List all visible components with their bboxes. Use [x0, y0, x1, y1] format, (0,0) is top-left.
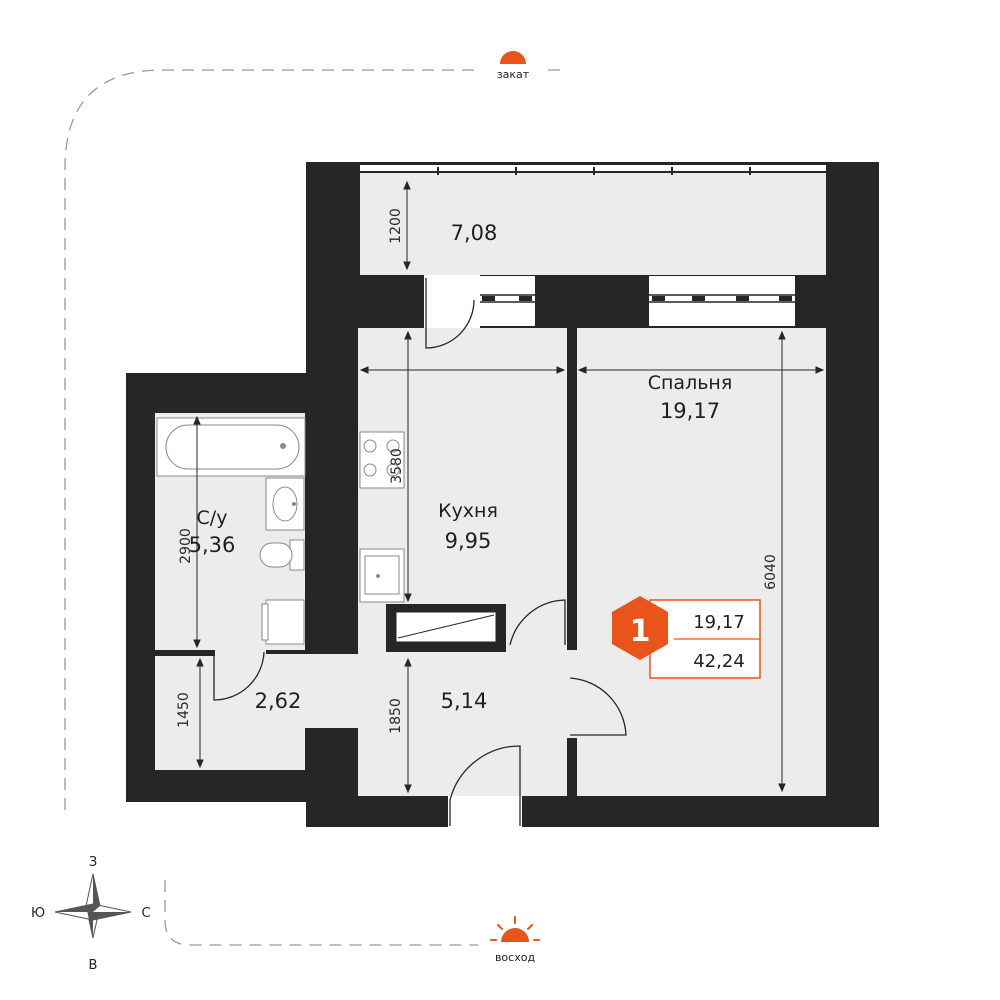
bathtub-icon: [156, 417, 306, 477]
hall-floor-lower: [358, 728, 567, 796]
door-bathroom: [213, 648, 266, 701]
bedroom-partition: [567, 328, 577, 650]
window-bedroom: [649, 276, 795, 326]
orientation-path-bottom: [164, 880, 478, 946]
dim-bathroom-length: 2900: [178, 528, 194, 564]
bathroom-partition: [155, 650, 215, 656]
balcony-glazing: [360, 165, 826, 175]
orientation-path: [64, 69, 560, 810]
kitchen-name: Кухня: [438, 500, 498, 522]
hall-small-area: 2,62: [255, 689, 302, 713]
balcony-area: 7,08: [451, 221, 498, 245]
bathroom-name: С/у: [197, 507, 228, 529]
hall-bedroom-opening: [562, 645, 582, 740]
stove-icon: [359, 431, 405, 489]
dim-bedroom-length: 6040: [763, 554, 779, 590]
compass-north: З: [89, 855, 97, 870]
sunset-label: закат: [497, 68, 530, 81]
hall-area: 5,14: [441, 689, 488, 713]
hall-small-link: [300, 654, 360, 728]
living-area: 19,17: [693, 612, 745, 633]
compass-rose-icon: [54, 873, 132, 939]
sunrise-icon: [490, 916, 540, 942]
compass-east: С: [141, 906, 150, 921]
door-bedroom: [569, 677, 627, 736]
dim-hall-length: 1850: [388, 698, 404, 734]
bedroom-floor: [577, 328, 826, 796]
dim-balcony-depth: 1200: [388, 208, 404, 244]
kitchen-sink-icon: [359, 548, 405, 603]
toilet-icon: [259, 539, 305, 571]
window-kitchen: [479, 276, 535, 326]
bedroom-name: Спальня: [648, 372, 733, 394]
wardrobe: [386, 604, 506, 652]
room-count: 1: [630, 614, 651, 649]
hall-small-floor: [155, 654, 305, 770]
kitchen-area: 9,95: [445, 529, 492, 553]
entrance-door: [448, 745, 522, 828]
sunrise-label: восход: [495, 951, 536, 964]
balcony-floor: [360, 171, 826, 275]
total-area: 42,24: [693, 651, 745, 672]
door-balcony: [424, 275, 480, 349]
door-kitchen: [509, 599, 566, 646]
compass-west: Ю: [31, 906, 45, 921]
washing-machine-icon: [261, 599, 305, 645]
room-count-hexagon: [612, 596, 668, 660]
washbasin-icon: [265, 477, 305, 531]
compass-south: В: [89, 958, 98, 973]
bedroom-area: 19,17: [660, 399, 720, 423]
apartment-badge: 1 19,17 42,24: [612, 596, 761, 679]
bedroom-partition-lower: [567, 738, 577, 798]
bathroom-area: 5,36: [189, 533, 236, 557]
dim-kitchen-length: 3580: [389, 448, 405, 484]
dim-hall-small-length: 1450: [176, 692, 192, 728]
dimension-lines: [193, 180, 825, 794]
sunset-icon: [500, 51, 526, 64]
